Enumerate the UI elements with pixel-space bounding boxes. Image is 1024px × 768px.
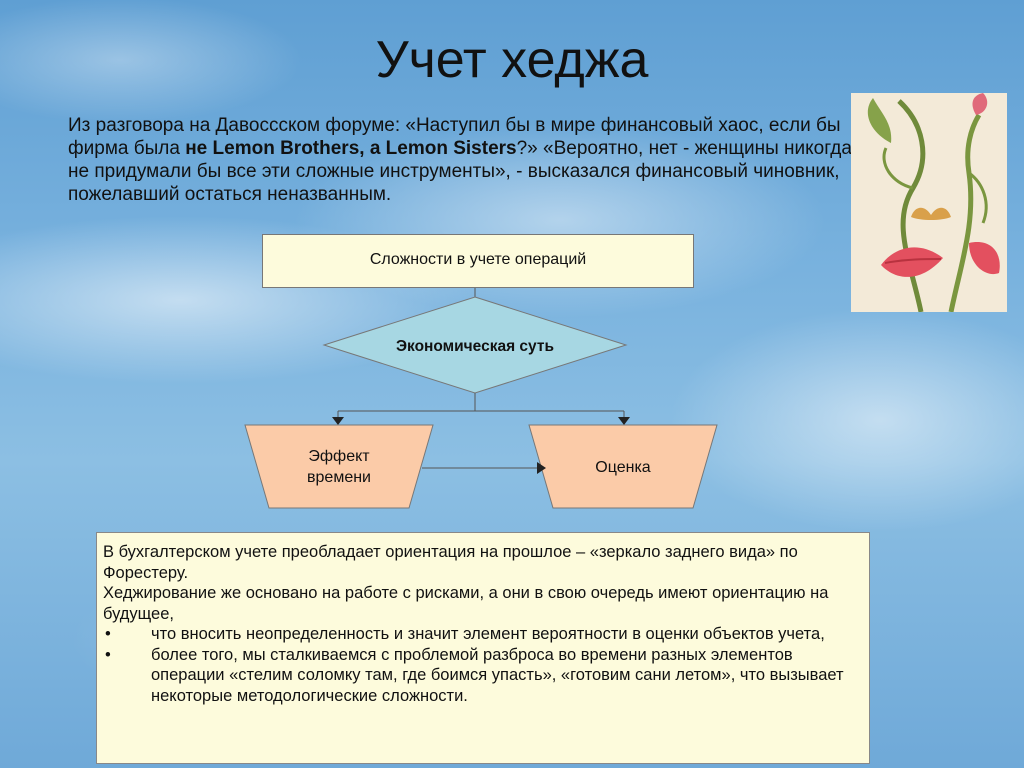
bullet-item: • что вносить неопределенность и значит э… [103, 624, 863, 645]
valuation-trapezoid [528, 424, 718, 509]
bullet-text: более того, мы сталкиваемся с проблемой … [151, 645, 844, 705]
complexity-box: Сложности в учете операций [262, 234, 694, 288]
explanation-box: В бухгалтерском учете преобладает ориент… [96, 532, 870, 764]
bullet-item: • более того, мы сталкиваемся с проблемой… [103, 645, 863, 707]
arrowhead-right [618, 417, 630, 425]
flower-face-image [867, 93, 1000, 313]
time-effect-label-1: Эффект [308, 448, 370, 465]
intro-part2: ?» «Вероятно, нет - женщины никогда не п… [68, 138, 852, 205]
slide-title: Учет хеджа [375, 31, 649, 89]
arrowhead-middle [537, 462, 546, 474]
flower-face-illustration [851, 93, 1007, 313]
intro-text: Из разговора на Давоссском форуме: «Наст… [68, 114, 858, 206]
economic-essence-diamond [322, 296, 628, 394]
valuation-label: Оценка [595, 459, 651, 476]
bullet-dot: • [105, 645, 111, 664]
explanation-paragraph-2: Хеджирование же основано на работе с рис… [103, 584, 829, 623]
time-effect-label-2: времени [307, 469, 371, 486]
economic-essence-label: Экономическая суть [396, 338, 554, 355]
bullet-dot: • [105, 625, 111, 643]
time-effect-trapezoid [244, 424, 434, 509]
bullet-text: что вносить неопределенность и значит эл… [151, 625, 825, 643]
arrowhead-left [332, 417, 344, 425]
intro-part1: Из разговора на Давоссском форуме: «Наст… [68, 115, 841, 159]
intro-bold: не Lemon Brothers, а Lemon Sisters [185, 138, 517, 159]
explanation-paragraph-1: В бухгалтерском учете преобладает ориент… [103, 543, 798, 582]
